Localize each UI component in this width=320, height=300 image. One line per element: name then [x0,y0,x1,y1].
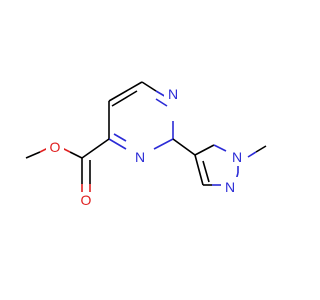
atom-label-bg [164,84,182,102]
bond [113,133,127,142]
atom-label-o: O [81,192,92,208]
atom-label-n: N [135,149,145,165]
atom-label-bg [46,139,64,157]
bond [69,151,83,159]
atom-label-n: N [225,179,235,195]
bond [81,138,110,159]
bond [108,138,127,150]
bond [247,151,257,158]
bond [153,138,174,150]
bond [255,145,267,153]
atom-label-bg [77,192,95,210]
atom-label-n: N [168,86,178,102]
bond [172,138,196,156]
bond [25,151,41,159]
atom-label-o: O [50,139,61,155]
bond [202,160,210,183]
bond [108,81,143,102]
atom-label-bg [221,177,239,195]
bond [194,144,215,156]
bond [141,81,157,92]
atom-label-bg [228,148,246,166]
bond [155,98,168,107]
bond [111,90,138,107]
bond [194,154,204,186]
molecule-drawing: N N O O N N [25,81,267,210]
structure-canvas: N N O O N N [25,81,267,210]
bond [213,144,227,152]
atom-label-n: N [232,149,242,165]
atom-label-bg [131,147,149,165]
